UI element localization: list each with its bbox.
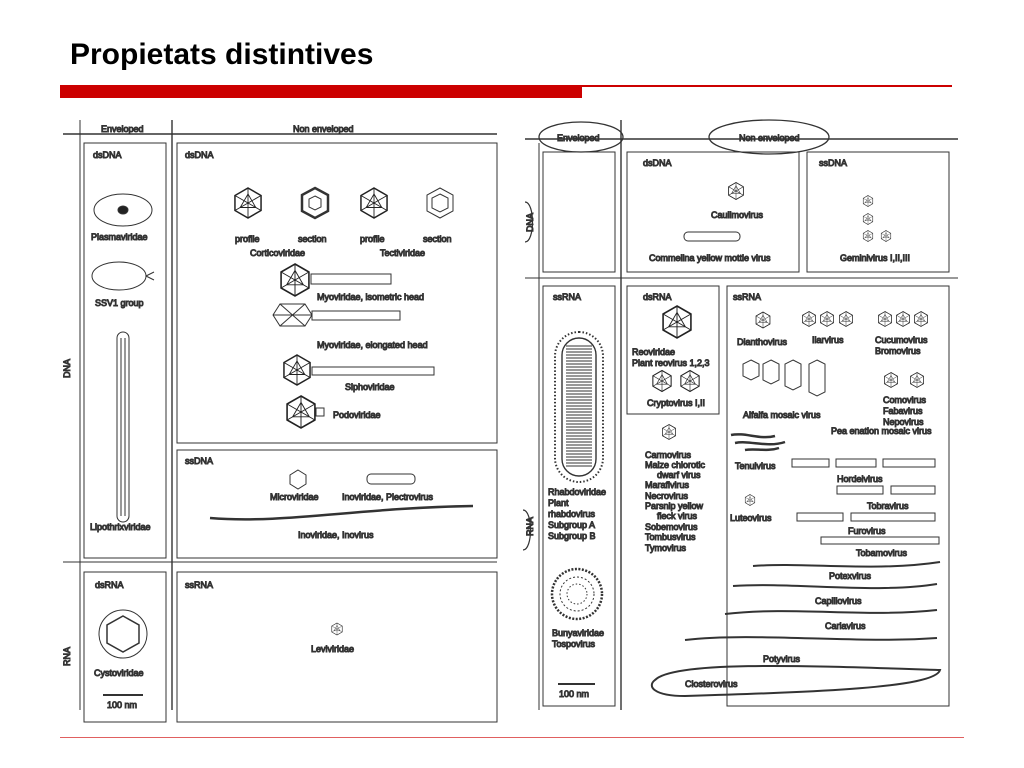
- closterovirus-label: Closterovirus: [685, 679, 738, 689]
- alfalfa-label: Alfalfa mosaic virus: [743, 410, 821, 420]
- env-dsdna-heading: dsDNA: [93, 150, 122, 160]
- potyvirus-label: Potyvirus: [763, 654, 801, 664]
- virus-classification-figure: Enveloped Non enveloped DNA RNA dsDNA Pl…: [55, 110, 966, 728]
- view-profile-1: profile: [235, 234, 260, 244]
- view-profile-2: profile: [360, 234, 385, 244]
- carmo-label-3: Marafivirus: [645, 480, 690, 490]
- carlavirus-label: Carlavirus: [825, 621, 866, 631]
- left-label-dna: DNA: [62, 359, 72, 378]
- right-dsrna-heading: dsRNA: [643, 292, 672, 302]
- myoviridae-iso-label: Myoviridae, isometric head: [317, 292, 424, 302]
- carmo-label-8: Tombusvirus: [645, 532, 696, 542]
- left-label-non-enveloped: Non enveloped: [293, 124, 354, 134]
- inoviridae-ino-label: Inoviridae, Inovirus: [298, 530, 374, 540]
- cryptovirus-label: Cryptovirus I,II: [647, 398, 705, 408]
- bunya-label-1: Tospovirus: [552, 639, 596, 649]
- siphoviridae-label: Siphoviridae: [345, 382, 395, 392]
- left-panel: Enveloped Non enveloped DNA RNA dsDNA Pl…: [62, 120, 498, 723]
- carmo-label-0: Carmovirus: [645, 450, 692, 460]
- view-section-2: section: [423, 234, 452, 244]
- podoviridae-label: Podoviridae: [333, 410, 381, 420]
- ssdna-heading: ssDNA: [185, 456, 213, 466]
- rhabdo-label-1: Plant: [548, 498, 569, 508]
- right-panel: Enveloped Non enveloped DNA RNA dsDNA Ca…: [522, 119, 958, 710]
- microviridae-label: Microviridae: [270, 492, 319, 502]
- figure-svg: Enveloped Non enveloped DNA RNA dsDNA Pl…: [62, 119, 958, 723]
- left-ssrna-heading: ssRNA: [185, 580, 213, 590]
- luteovirus-label: Luteovirus: [730, 513, 772, 523]
- title-rule: [582, 85, 952, 87]
- right-env-ssrna-heading: ssRNA: [553, 292, 581, 302]
- furovirus-label: Furovirus: [848, 526, 886, 536]
- dianthovirus-label: Dianthovirus: [737, 337, 788, 347]
- carmo-label-4: Necrovirus: [645, 491, 689, 501]
- rhabdo-striations: [566, 345, 592, 467]
- rhabdo-label-4: Subgroup B: [548, 531, 596, 541]
- right-label-rna: RNA: [525, 517, 535, 536]
- carmo-label-5: Parsnip yellow: [645, 501, 704, 511]
- nonenv-dsdna-heading: dsDNA: [185, 150, 214, 160]
- carmo-label-6: fleck virus: [657, 511, 698, 521]
- leviviridae-label: Leviviridae: [311, 644, 354, 654]
- title-accent-bar: [60, 85, 582, 98]
- tectiviridae-label: Tectiviridae: [380, 248, 425, 258]
- fabavirus-label: Fabavirus: [883, 406, 923, 416]
- right-ssdna-heading: ssDNA: [819, 158, 847, 168]
- cucumovirus-label: Cucumovirus: [875, 335, 928, 345]
- rhabdo-label-2: rhabdovirus: [548, 509, 596, 519]
- right-label-enveloped: Enveloped: [557, 133, 600, 143]
- carmo-label-1: Maize chlorotic: [645, 460, 706, 470]
- right-scale-label: 100 nm: [559, 689, 589, 699]
- corticoviridae-label: Corticoviridae: [250, 248, 305, 258]
- carmo-label-9: Tymovirus: [645, 543, 687, 553]
- left-label-enveloped: Enveloped: [101, 124, 144, 134]
- potexvirus-label: Potexvirus: [829, 571, 872, 581]
- left-label-rna: RNA: [62, 647, 72, 666]
- right-label-non-enveloped: Non enveloped: [739, 133, 800, 143]
- lipothrixviridae-label: Lipothrixviridae: [90, 522, 151, 532]
- reo-label-0: Reoviridae: [632, 347, 675, 357]
- rhabdo-label-3: Subgroup A: [548, 520, 595, 530]
- ilarvirus-label: Ilarvirus: [812, 335, 844, 345]
- plasmaviridae-label: Plasmaviridae: [91, 232, 148, 242]
- footer-rule: [60, 737, 964, 738]
- rhabdo-label-0: Rhabdoviridae: [548, 487, 606, 497]
- bromovirus-label: Bromovirus: [875, 346, 921, 356]
- env-dsrna-heading: dsRNA: [95, 580, 124, 590]
- inoviridae-plectro-label: Inoviridae, Plectrovirus: [342, 492, 434, 502]
- myoviridae-elong-label: Myoviridae, elongated head: [317, 340, 428, 350]
- caulimovirus-label: Caulimovirus: [711, 210, 764, 220]
- right-label-dna: DNA: [525, 213, 535, 232]
- view-section-1: section: [298, 234, 327, 244]
- ssv1-label: SSV1 group: [95, 298, 144, 308]
- pea-enation-label: Pea enation mosaic virus: [831, 426, 932, 436]
- right-ssrna-heading: ssRNA: [733, 292, 761, 302]
- hordeivirus-label: Hordeivirus: [837, 474, 883, 484]
- tobamovirus-label: Tobamovirus: [856, 548, 908, 558]
- slide-title: Propietats distintives: [70, 38, 374, 71]
- geminivirus-label: Geminivirus I,II,III: [840, 253, 910, 263]
- right-dsdna-heading: dsDNA: [643, 158, 672, 168]
- bunya-label-0: Bunyaviridae: [552, 628, 604, 638]
- left-scale-label: 100 nm: [107, 700, 137, 710]
- carmo-label-2: dwarf virus: [657, 470, 701, 480]
- carmo-label-7: Sobemovirus: [645, 522, 698, 532]
- comovirus-label: Comovirus: [883, 395, 927, 405]
- capillovirus-label: Capillovirus: [815, 596, 862, 606]
- cystoviridae-label: Cystoviridae: [94, 668, 144, 678]
- commelina-label: Commelina yellow mottle virus: [649, 253, 771, 263]
- tobravirus-label: Tobravirus: [867, 501, 909, 511]
- reo-label-1: Plant reovirus 1,2,3: [632, 358, 710, 368]
- tenuivirus-label: Tenuivirus: [735, 461, 776, 471]
- nepovirus-label: Nepovirus: [883, 417, 924, 427]
